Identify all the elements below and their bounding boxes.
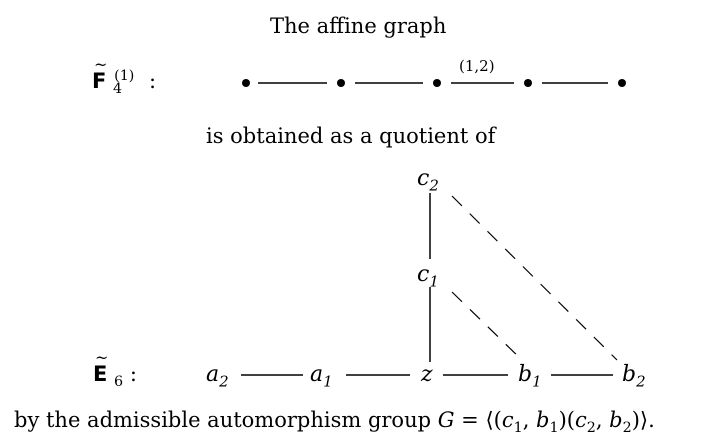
- e6-sub: 6: [114, 374, 124, 391]
- f4-node-2: [337, 79, 345, 87]
- conclusion-text: by the admissible automorphism group G =…: [14, 408, 655, 436]
- f4-sub: 4: [113, 81, 123, 98]
- e6-node-a1: a1: [310, 362, 333, 391]
- f4-colon: :: [149, 69, 157, 93]
- quotient-text: is obtained as a quotient of: [206, 124, 496, 148]
- g-comma2: ,: [595, 408, 610, 432]
- g-c1: c: [501, 408, 514, 432]
- g-mid: )(: [558, 408, 575, 432]
- f4-letter: F ~: [92, 55, 113, 93]
- f4-edge-label: (1,2): [459, 57, 495, 75]
- g-b2-sub: 2: [622, 420, 632, 437]
- g-c2: c: [574, 408, 587, 432]
- conclusion-suffix: )⟩.: [631, 408, 655, 432]
- e6-node-z: z: [421, 362, 433, 387]
- e6-letter: E ~: [93, 348, 114, 386]
- g-b1-sub: 1: [549, 420, 559, 437]
- conclusion-equals: = ⟨(: [454, 408, 502, 432]
- e6-dashed-c2-b2: [451, 195, 618, 361]
- f4-node-1: [242, 79, 250, 87]
- f4-node-3: [433, 79, 441, 87]
- g-b1: b: [536, 408, 550, 432]
- e6-dashed-c1-b1: [451, 291, 523, 361]
- g-c2-sub: 2: [586, 420, 596, 437]
- f4-letter-text: F: [92, 69, 107, 93]
- tilde-mark: ~: [94, 55, 108, 74]
- f4-graph: [242, 79, 626, 87]
- e6-graph: [241, 193, 618, 376]
- conclusion-prefix: by the admissible automorphism group: [14, 408, 438, 432]
- e6-node-c2: c2: [417, 166, 439, 195]
- f4-node-5: [618, 79, 626, 87]
- g-comma1: ,: [522, 408, 537, 432]
- g-c1-sub: 1: [513, 420, 523, 437]
- e6-label: E ~ 6 :: [93, 348, 137, 391]
- e6-node-c1: c1: [417, 262, 439, 291]
- f4-node-4: [524, 79, 532, 87]
- f4-sup: (1): [114, 68, 135, 84]
- f4-label: F ~ 4(1) :: [92, 55, 157, 98]
- e6-colon: :: [129, 362, 137, 386]
- e6-node-b1: b1: [518, 362, 542, 391]
- g-b2: b: [609, 408, 623, 432]
- intro-text: The affine graph: [270, 14, 447, 38]
- e6-node-b2: b2: [622, 362, 646, 391]
- e6-node-a2: a2: [206, 362, 229, 391]
- group-symbol: G: [437, 408, 455, 432]
- e6-letter-text: E: [93, 362, 108, 386]
- tilde-mark-e6: ~: [95, 348, 109, 367]
